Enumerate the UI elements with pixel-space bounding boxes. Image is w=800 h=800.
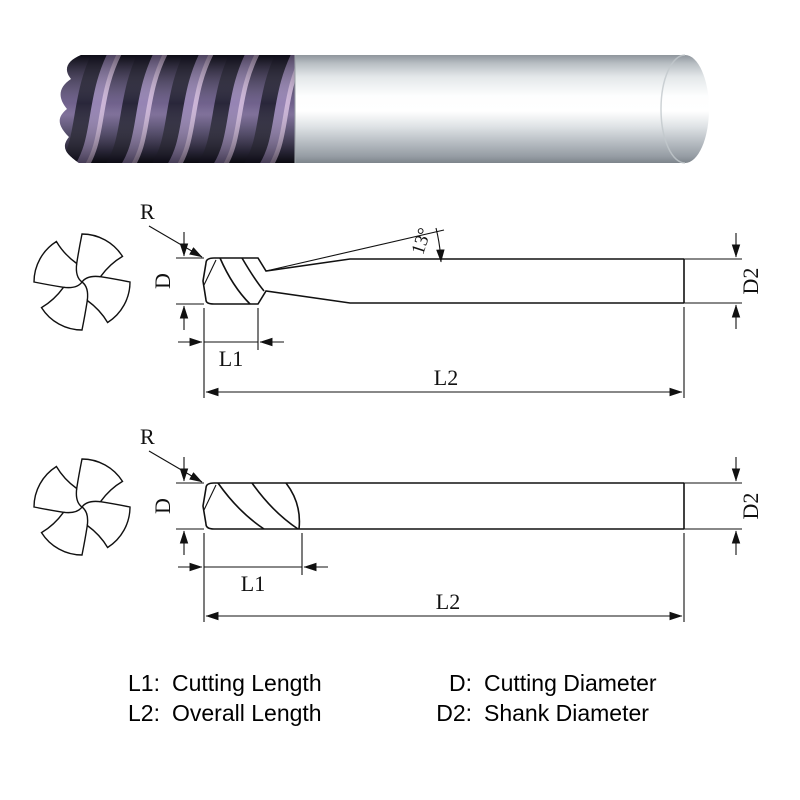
corner-radius-top — [205, 257, 215, 264]
angle-arc — [435, 227, 445, 263]
tip-edge — [202, 262, 207, 301]
profile-top — [214, 257, 684, 272]
side-profile — [202, 482, 685, 530]
neck-angle-dimension — [265, 227, 445, 272]
shank-diameter-dimension — [684, 233, 742, 329]
overall-length-dimension — [205, 307, 685, 398]
legend-desc-d: Cutting Diameter — [484, 670, 657, 696]
shank-diameter-label: D2 — [738, 493, 763, 520]
flute-helix-line-2 — [251, 482, 299, 530]
cutting-diameter-dimension — [176, 232, 204, 330]
shank-cap-seam — [660, 54, 686, 164]
end-tooth-line — [203, 259, 217, 286]
flute-spiral-stripes — [59, 55, 296, 163]
legend-row: L1: Cutting Length D: Cutting Diameter — [104, 670, 696, 697]
legend-key-d2: D2: — [436, 700, 472, 726]
cutting-diameter-label: D — [150, 273, 175, 289]
legend-key-l1: L1: — [128, 670, 160, 696]
overall-length-label: L2 — [436, 589, 460, 614]
flute-helix-line-1 — [217, 482, 265, 530]
overall-length-dimension — [205, 533, 685, 622]
legend-row: L2: Overall Length D2: Shank Diameter — [104, 700, 696, 727]
cutting-diameter-label: D — [150, 498, 175, 514]
flute-runout-line — [285, 482, 301, 530]
cutting-length-label: L1 — [241, 571, 265, 596]
neck-angle-label: 13° — [408, 225, 436, 257]
cutting-length-dimension — [178, 308, 284, 398]
legend-desc-l1: Cutting Length — [172, 670, 322, 696]
shank-diameter-label: D2 — [738, 268, 763, 295]
profile-bottom — [214, 290, 684, 305]
cutting-diameter-dimension — [176, 457, 204, 555]
technical-drawing-1: 13° R D D2 L1 — [33, 199, 763, 398]
overall-length-label: L2 — [434, 365, 458, 390]
flute-helix-line-2 — [241, 257, 265, 292]
legend-key-l2: L2: — [128, 700, 160, 726]
endmill-photo — [59, 54, 709, 164]
corner-radius-bottom — [205, 299, 215, 305]
technical-drawing-2: R D D2 L1 — [33, 424, 763, 622]
legend: L1: Cutting Length D: Cutting Diameter L… — [0, 670, 800, 727]
radius-label: R — [140, 199, 155, 224]
cutting-length-dimension — [178, 533, 328, 622]
corner-radius-bottom — [205, 523, 215, 530]
tip-edge — [202, 487, 207, 525]
radius-leader-line — [148, 225, 203, 258]
radius-label: R — [140, 424, 155, 449]
flute-helix-line-1 — [219, 257, 251, 305]
cross-section-view — [33, 458, 131, 556]
corner-radius-top — [205, 482, 215, 489]
cross-section-view — [33, 233, 131, 331]
shank-diameter-dimension — [684, 457, 742, 555]
end-tooth-line — [203, 484, 217, 511]
legend-key-d: D: — [449, 670, 472, 696]
cutting-length-label: L1 — [219, 346, 243, 371]
side-profile — [202, 257, 685, 305]
legend-desc-l2: Overall Length — [172, 700, 322, 726]
shank-section — [295, 55, 709, 163]
legend-desc-d2: Shank Diameter — [484, 700, 649, 726]
radius-leader-line — [148, 450, 203, 483]
angle-reference-line — [265, 229, 445, 272]
